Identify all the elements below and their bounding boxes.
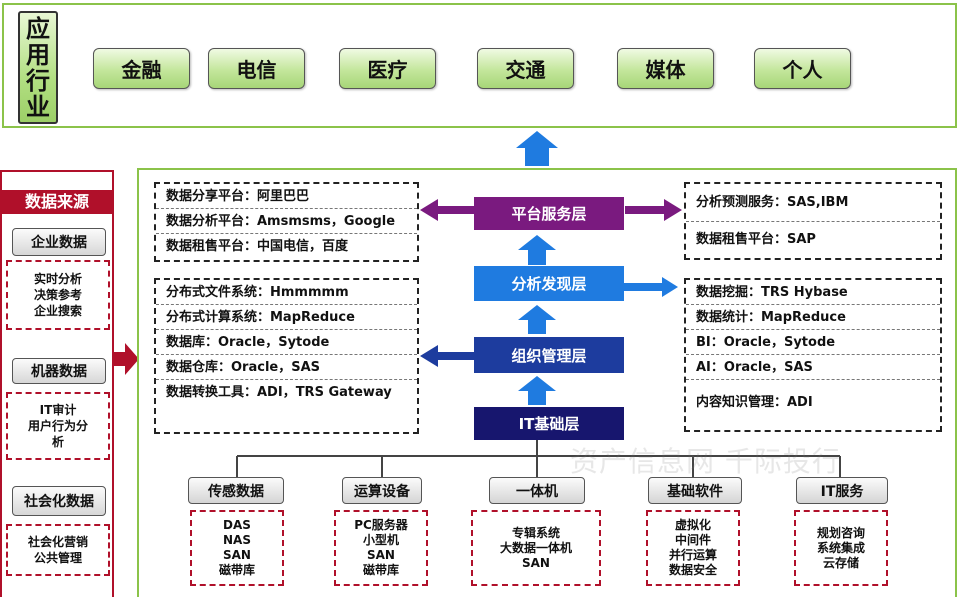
detail-line: 用户行为分 — [27, 419, 88, 433]
category-base-software-button[interactable]: 基础软件 — [648, 477, 742, 504]
industry-transport-button[interactable]: 交通 — [477, 48, 574, 89]
detail-line: 中间件 — [674, 533, 711, 547]
analysis-right-item: 数据统计：MapReduce — [686, 305, 940, 330]
data-source-title: 数据来源 — [2, 190, 112, 214]
category-sensor-data-button[interactable]: 传感数据 — [188, 477, 284, 504]
watermark-text: 资产信息网 千际投行 — [570, 445, 841, 478]
detail-line: 规划咨询 — [816, 525, 865, 540]
up-arrow-icon — [518, 376, 556, 405]
category-it-service-details: 规划咨询 系统集成 云存储 — [794, 510, 888, 586]
detail-line: 析 — [51, 435, 64, 449]
source-to-main-arrow-icon — [113, 343, 139, 375]
organization-left-item: 分布式计算系统：MapReduce — [156, 305, 417, 330]
up-arrow-icon — [516, 131, 558, 166]
detail-line: SAN — [223, 548, 251, 562]
analysis-right-item: 内容知识管理：ADI — [696, 395, 813, 410]
industry-personal-button[interactable]: 个人 — [754, 48, 851, 89]
platform-right-box: 分析预测服务：SAS,IBM 数据租售平台：SAP — [684, 182, 942, 260]
platform-right-item: 分析预测服务：SAS,IBM — [686, 184, 940, 222]
organization-left-item: 数据仓库：Oracle，SAS — [156, 355, 417, 380]
detail-line: 并行运算 — [668, 548, 717, 562]
category-base-software-details: 虚拟化 中间件 并行运算 数据安全 — [646, 510, 740, 586]
platform-service-layer[interactable]: 平台服务层 — [474, 197, 624, 230]
platform-left-item: 数据分析平台：Amsmsms，Google — [156, 209, 417, 234]
source-machine-details: IT审计 用户行为分 析 — [6, 392, 110, 460]
data-source-panel: 数据来源 企业数据 实时分析 决策参考 企业搜索 机器数据 IT审计 用户行为分… — [0, 170, 114, 597]
organization-left-box: 分布式文件系统：Hmmmmm 分布式计算系统：MapReduce 数据库：Ora… — [154, 278, 419, 434]
platform-right-item: 数据租售平台：SAP — [696, 232, 816, 247]
right-arrow-icon — [625, 199, 682, 221]
source-social-details: 社会化营销 公共管理 — [6, 524, 110, 576]
left-arrow-icon — [420, 345, 474, 367]
organization-left-item: 数据库：Oracle，Sytode — [156, 330, 417, 355]
detail-line: 决策参考 — [33, 288, 82, 302]
detail-line: 企业搜索 — [33, 304, 82, 318]
detail-line: PC服务器 — [354, 518, 408, 532]
right-arrow-icon — [623, 277, 678, 297]
source-social-button[interactable]: 社会化数据 — [12, 486, 106, 516]
industry-media-button[interactable]: 媒体 — [617, 48, 714, 89]
analysis-right-item: AI：Oracle，SAS — [686, 355, 940, 380]
source-enterprise-button[interactable]: 企业数据 — [12, 228, 106, 256]
organization-left-item: 数据转换工具：ADI，TRS Gateway — [166, 385, 392, 400]
detail-line: 磁带库 — [362, 563, 399, 577]
detail-line: 社会化营销 — [27, 535, 88, 549]
industry-telecom-button[interactable]: 电信 — [208, 48, 305, 89]
category-computing-device-details: PC服务器 小型机 SAN 磁带库 — [334, 510, 428, 586]
detail-line: 小型机 — [362, 533, 399, 547]
detail-line: SAN — [367, 548, 395, 562]
detail-line: 系统集成 — [816, 540, 865, 555]
detail-line: 大数据一体机 — [499, 540, 572, 555]
category-sensor-data-details: DAS NAS SAN 磁带库 — [190, 510, 284, 586]
category-it-service-button[interactable]: IT服务 — [796, 477, 888, 504]
detail-line: 云存储 — [822, 555, 859, 570]
analysis-right-item: BI：Oracle，Sytode — [686, 330, 940, 355]
analysis-right-item: 数据挖掘：TRS Hybase — [686, 280, 940, 305]
organization-left-item: 分布式文件系统：Hmmmmm — [156, 280, 417, 305]
detail-line: 数据安全 — [668, 563, 717, 577]
platform-left-item: 数据租售平台：中国电信，百度 — [166, 239, 349, 254]
industry-finance-button[interactable]: 金融 — [93, 48, 190, 89]
detail-line: SAN — [522, 555, 550, 570]
it-infrastructure-layer[interactable]: IT基础层 — [474, 407, 624, 440]
platform-left-item: 数据分享平台：阿里巴巴 — [156, 184, 417, 209]
detail-line: DAS — [223, 518, 251, 532]
detail-line: IT审计 — [39, 403, 77, 417]
industry-panel: 应用行业 金融 电信 医疗 交通 媒体 个人 — [2, 3, 957, 128]
category-all-in-one-details: 专辑系统 大数据一体机 SAN — [471, 510, 601, 586]
up-arrow-icon — [518, 235, 556, 265]
detail-line: 公共管理 — [33, 551, 82, 565]
detail-line: 专辑系统 — [511, 525, 560, 540]
organization-management-layer[interactable]: 组织管理层 — [474, 337, 624, 373]
analysis-right-box: 数据挖掘：TRS Hybase 数据统计：MapReduce BI：Oracle… — [684, 278, 942, 432]
detail-line: NAS — [223, 533, 251, 547]
source-machine-button[interactable]: 机器数据 — [12, 358, 106, 384]
detail-line: 虚拟化 — [674, 518, 711, 532]
platform-left-box: 数据分享平台：阿里巴巴 数据分析平台：Amsmsms，Google 数据租售平台… — [154, 182, 419, 262]
up-arrow-icon — [518, 305, 556, 334]
industry-medical-button[interactable]: 医疗 — [339, 48, 436, 89]
industry-title: 应用行业 — [18, 11, 58, 124]
detail-line: 磁带库 — [218, 563, 255, 577]
source-enterprise-details: 实时分析 决策参考 企业搜索 — [6, 260, 110, 330]
category-all-in-one-button[interactable]: 一体机 — [489, 477, 585, 504]
detail-line: 实时分析 — [33, 272, 82, 286]
left-arrow-icon — [420, 199, 474, 221]
analysis-discovery-layer[interactable]: 分析发现层 — [474, 266, 624, 301]
category-computing-device-button[interactable]: 运算设备 — [342, 477, 422, 504]
